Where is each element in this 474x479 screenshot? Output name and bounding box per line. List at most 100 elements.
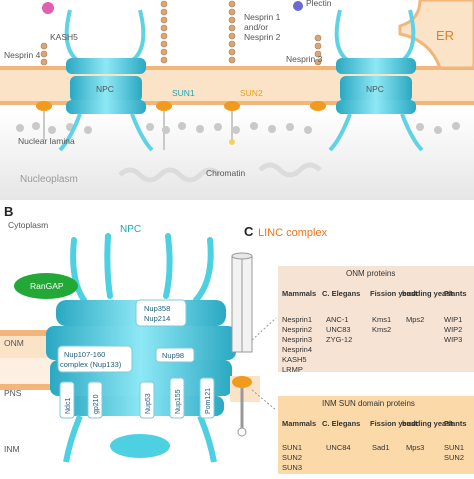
inm-cell: Sad1 [372, 443, 390, 452]
nup155-label: Nup155 [175, 389, 182, 414]
onm-cell: KASH5 [282, 355, 307, 364]
nup107-box [57, 345, 133, 373]
nup98-label: Nup98 [162, 351, 184, 360]
npc-b-label: NPC [120, 224, 141, 235]
onm-cell: ANC-1 [326, 315, 349, 324]
onm-header-mammals: Mammals [282, 289, 316, 298]
inm-cell: SUN1 [444, 443, 464, 452]
nesprin12-label: Nesprin 1 [244, 12, 281, 22]
npc-right-label: NPC [366, 84, 384, 94]
inm-cell: SUN3 [282, 463, 302, 472]
onm-cell: ZYG-12 [326, 335, 352, 344]
onm-header-plants: Plants [444, 289, 467, 298]
npc-left [58, 9, 154, 152]
inm-table-title: INM SUN domain proteins [322, 399, 415, 408]
linc-rod-cap [231, 252, 253, 260]
onm-header-fission: Fission yeast [370, 289, 418, 298]
nuclear-lamina [16, 122, 460, 134]
onm-cell: WIP3 [444, 335, 462, 344]
pns-label: PNS [4, 388, 22, 398]
panel-c-letter: C [244, 224, 254, 239]
onm-label: ONM [4, 338, 24, 348]
inm-label: INM [4, 444, 20, 454]
sun2-label: SUN2 [240, 88, 263, 98]
onm-cell: Kms2 [372, 325, 391, 334]
plectin-label: Plectin [306, 0, 332, 8]
inm-cell: SUN2 [282, 453, 302, 462]
rangap-label: RanGAP [30, 281, 64, 291]
onm-cell: Nesprin2 [282, 325, 312, 334]
sun-stalks [43, 111, 233, 150]
onm-cell: UNC83 [326, 325, 351, 334]
nucleoplasm-label: Nucleoplasm [20, 174, 78, 185]
vertical-nup-boxes [59, 377, 215, 419]
er-shape [398, 0, 474, 70]
sun2-knob [229, 139, 235, 145]
gp210-label: gp210 [93, 394, 100, 414]
linc-pointer-1 [251, 317, 277, 341]
panel-c: C LINC complex ONM proteins Mammals C. E… [230, 224, 474, 474]
linc-sun-blob [232, 376, 252, 388]
nesprin12c-label: Nesprin 2 [244, 32, 281, 42]
onm-cell: Nesprin3 [282, 335, 312, 344]
linc-rod-right [241, 255, 253, 353]
nup358-label: Nup358 [144, 304, 170, 313]
ndc1-label: Ndc1 [65, 398, 72, 414]
nup98-box [155, 347, 195, 363]
inm-header-fission: Fission yeast [370, 419, 418, 428]
sun1-label: SUN1 [172, 88, 195, 98]
onm-cell: Mps2 [406, 315, 424, 324]
nesprin4-label: Nesprin 4 [4, 50, 41, 60]
inm-cell: SUN2 [444, 453, 464, 462]
nup214-label: Nup214 [144, 314, 170, 323]
nucleoplasm-region [0, 110, 474, 200]
onm-cell: Nesprin4 [282, 345, 312, 354]
inm-cell: Mps3 [406, 443, 424, 452]
onm-cell: WIP1 [444, 315, 462, 324]
inm-cell: UNC84 [326, 443, 351, 452]
rangap-blob [14, 273, 78, 299]
nesprin12b-label: and/or [244, 22, 268, 32]
inm-cell: SUN1 [282, 443, 302, 452]
chromatin-label: Chromatin [206, 168, 245, 178]
inm-header-budding: budding yeast [402, 419, 453, 428]
onm-cell: LRMP [282, 365, 303, 374]
nup107-label-1: Nup107-160 [64, 350, 105, 359]
pom121-label: Pom121 [205, 388, 212, 414]
npc-filaments [70, 233, 214, 303]
nup358-box [135, 299, 187, 327]
chromatin-strand [118, 167, 222, 183]
npc-right [328, 9, 424, 152]
plectin-dot [293, 1, 303, 11]
chromatin-strand-2 [258, 162, 322, 178]
onm-header-celegans: C. Elegans [322, 289, 360, 298]
linc-pointer-2 [251, 389, 277, 411]
inm-header-plants: Plants [444, 419, 467, 428]
nuclear-lamina-label: Nuclear lamina [18, 136, 75, 146]
linc-rod-left [231, 255, 243, 353]
er-label: ER [436, 28, 454, 43]
inm-header-mammals: Mammals [282, 419, 316, 428]
linc-sun-knob [237, 427, 247, 437]
onm-table-bg [278, 266, 474, 372]
panel-b-letter: B [4, 204, 13, 219]
onm-cell: Nesprin1 [282, 315, 312, 324]
nesprin-chains [40, 0, 322, 66]
onm-header-budding: budding yeast [402, 289, 453, 298]
actin-decoration [42, 2, 54, 14]
nup53-label: Nup53 [145, 393, 152, 414]
inm-table-bg [278, 396, 474, 474]
sun-proteins [36, 101, 326, 111]
kash5-label: KASH5 [50, 32, 78, 42]
nup107-label-2: complex (Nup133) [60, 360, 122, 369]
nesprin3-label: Nesprin 3 [286, 54, 323, 64]
linc-title: LINC complex [258, 227, 328, 239]
npc-left-label: NPC [96, 84, 114, 94]
cytoplasm-label: Cytoplasm [8, 220, 48, 230]
panel-b: B Cytoplasm NPC RanGAP Nup3 [0, 204, 236, 463]
panel-a: ER NPC [0, 0, 474, 200]
inm-header-celegans: C. Elegans [322, 419, 360, 428]
onm-table-title: ONM proteins [346, 269, 395, 278]
